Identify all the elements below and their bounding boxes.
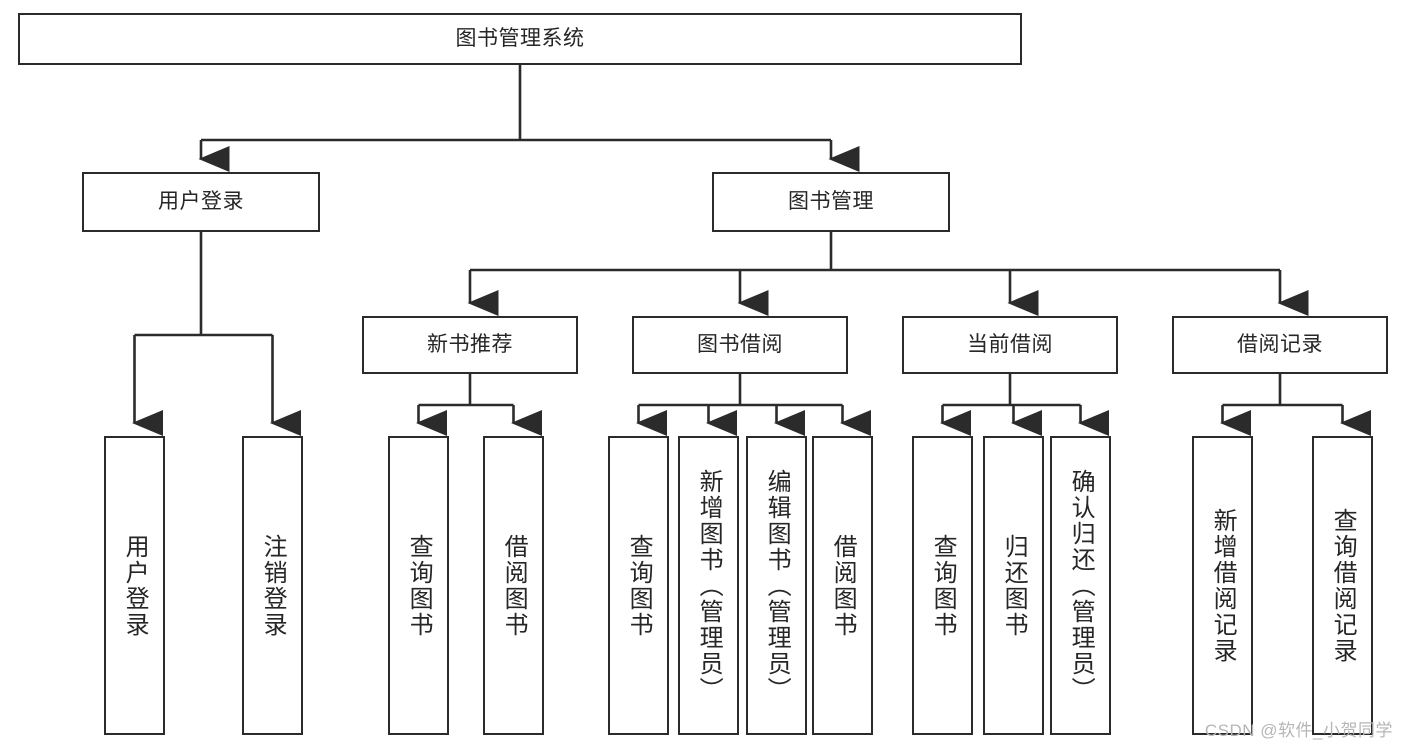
node-label: 用户登录 <box>121 533 149 638</box>
node-label: 查询借阅记录 <box>1329 507 1357 664</box>
node-label: 借阅图书 <box>500 533 528 638</box>
node-current-borrow[interactable]: 当前借阅 <box>902 316 1118 374</box>
node-root[interactable]: 图书管理系统 <box>18 13 1022 65</box>
node-leaf-current-confirm-return[interactable]: 确认归还（管理员） <box>1050 436 1111 735</box>
node-label: 当前借阅 <box>967 333 1053 357</box>
node-leaf-current-return-book[interactable]: 归还图书 <box>983 436 1044 735</box>
node-leaf-user-logout[interactable]: 注销登录 <box>242 436 303 735</box>
node-book-manage[interactable]: 图书管理 <box>712 172 950 232</box>
node-leaf-borrow-edit-book[interactable]: 编辑图书（管理员） <box>746 436 807 735</box>
node-leaf-current-query-book[interactable]: 查询图书 <box>912 436 973 735</box>
node-label: 新书推荐 <box>427 333 513 357</box>
node-label: 查询图书 <box>405 533 433 638</box>
node-label: 新增借阅记录 <box>1209 507 1237 664</box>
node-label: 编辑图书（管理员） <box>763 468 791 703</box>
node-label: 图书借阅 <box>697 333 783 357</box>
node-leaf-record-add[interactable]: 新增借阅记录 <box>1192 436 1253 735</box>
node-label: 借阅记录 <box>1237 333 1323 357</box>
node-leaf-borrow-borrow-book[interactable]: 借阅图书 <box>812 436 873 735</box>
node-label: 归还图书 <box>1000 533 1028 638</box>
node-label: 图书管理系统 <box>455 27 585 51</box>
node-book-borrow[interactable]: 图书借阅 <box>632 316 848 374</box>
node-label: 查询图书 <box>929 533 957 638</box>
node-leaf-borrow-query-book[interactable]: 查询图书 <box>608 436 669 735</box>
node-leaf-record-query[interactable]: 查询借阅记录 <box>1312 436 1373 735</box>
node-label: 用户登录 <box>158 190 244 214</box>
node-leaf-rec-query-book[interactable]: 查询图书 <box>388 436 449 735</box>
node-label: 注销登录 <box>259 533 287 638</box>
node-leaf-borrow-add-book[interactable]: 新增图书（管理员） <box>678 436 739 735</box>
node-leaf-user-login[interactable]: 用户登录 <box>104 436 165 735</box>
node-user-login[interactable]: 用户登录 <box>82 172 320 232</box>
node-label: 图书管理 <box>788 190 874 214</box>
node-borrow-record[interactable]: 借阅记录 <box>1172 316 1388 374</box>
node-label: 查询图书 <box>625 533 653 638</box>
node-leaf-rec-borrow-book[interactable]: 借阅图书 <box>483 436 544 735</box>
node-label: 确认归还（管理员） <box>1067 468 1095 703</box>
node-new-book-rec[interactable]: 新书推荐 <box>362 316 578 374</box>
node-label: 借阅图书 <box>829 533 857 638</box>
watermark-text: CSDN @软件_小贺同学 <box>1204 721 1393 740</box>
node-label: 新增图书（管理员） <box>695 468 723 703</box>
